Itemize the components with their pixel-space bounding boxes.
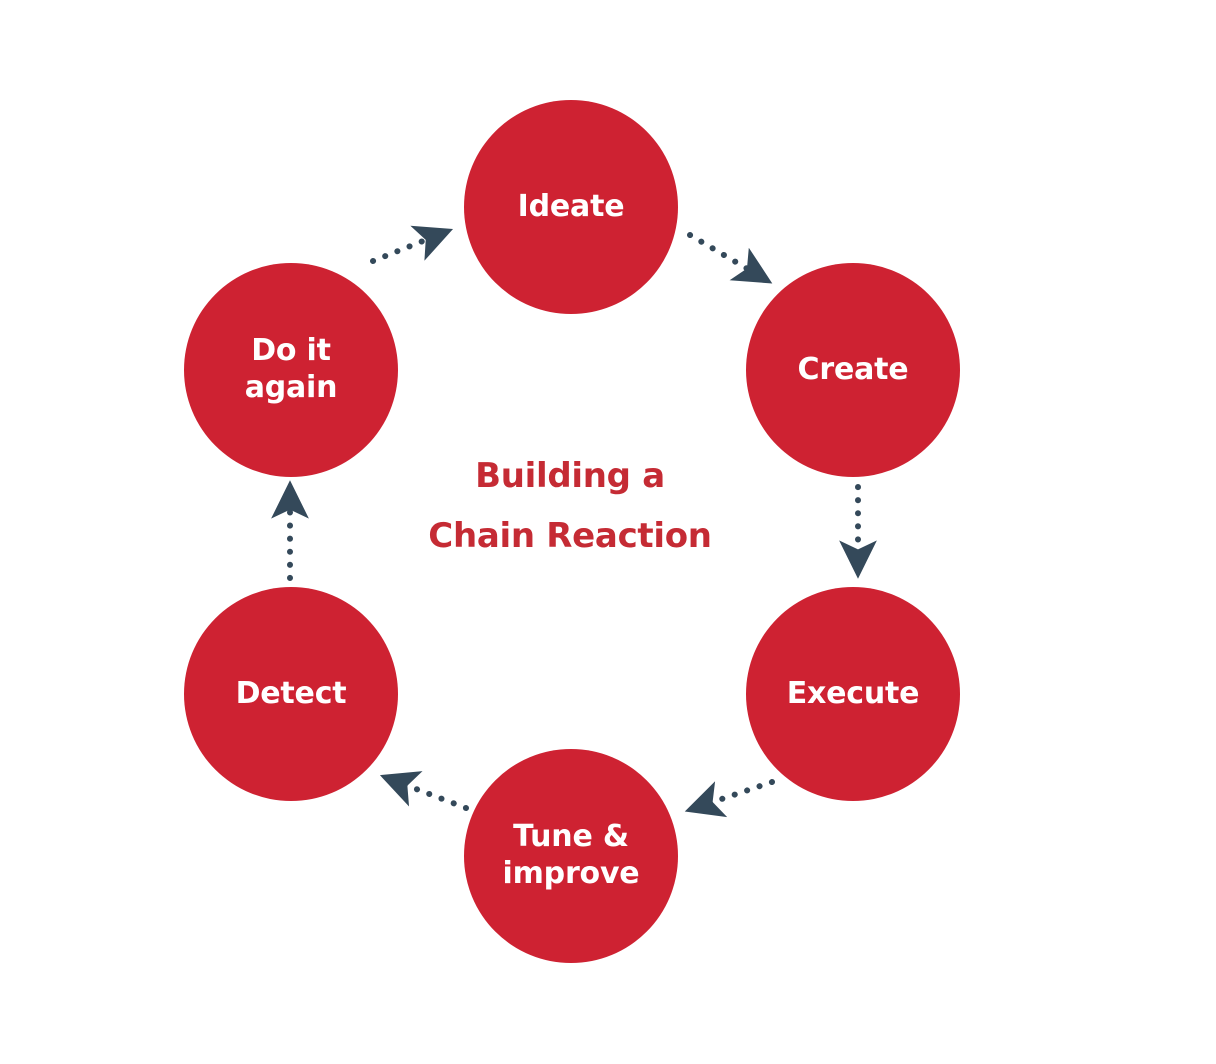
node-execute[interactable]: Execute [746, 587, 960, 801]
arrow-tune-to-detect [379, 771, 469, 811]
node-tune-improve[interactable]: Tune & improve [464, 749, 678, 963]
arrow-ideate-to-create [687, 232, 773, 284]
node-create[interactable]: Create [746, 263, 960, 477]
diagram-title: Building a Chain Reaction [428, 456, 712, 556]
node-do-it-again-label: Do it again [244, 333, 338, 405]
arrow-execute-to-tune [684, 779, 775, 818]
node-ideate[interactable]: Ideate [464, 100, 678, 314]
node-do-it-again[interactable]: Do it again [184, 263, 398, 477]
node-execute-label: Execute [786, 675, 920, 711]
arrow-do-it-again-to-ideate [370, 225, 454, 264]
node-create-label: Create [797, 351, 909, 387]
node-tune-improve-label: Tune & improve [502, 819, 640, 891]
node-ideate-label: Ideate [517, 188, 625, 224]
node-detect-label: Detect [235, 675, 347, 711]
node-detect[interactable]: Detect [184, 587, 398, 801]
